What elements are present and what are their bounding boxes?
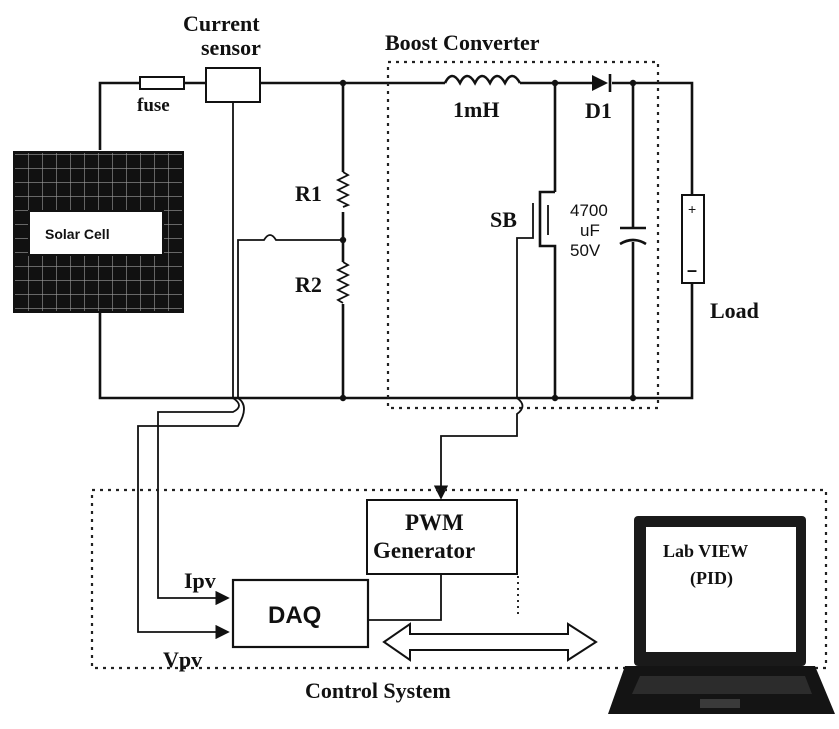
ipv-label: Ipv	[184, 568, 216, 593]
fuse: fuse	[137, 76, 185, 116]
control-system-label: Control System	[305, 678, 451, 703]
r1-label: R1	[295, 181, 322, 206]
load: + – Load	[681, 194, 759, 323]
solar-cell-label: Solar Cell	[45, 226, 110, 242]
current-sensor: Current sensor	[183, 11, 261, 103]
mosfet-switch: SB	[490, 190, 557, 398]
diode-d1: D1	[585, 74, 612, 123]
pwm-label-line2: Generator	[373, 538, 475, 563]
resistor-r1: R1	[295, 171, 351, 208]
current-sensor-label-line2: sensor	[201, 35, 261, 60]
signal-wiring	[137, 102, 524, 640]
load-label: Load	[710, 298, 759, 323]
cap-label-line2: uF	[580, 221, 600, 240]
inductor-label: 1mH	[453, 97, 499, 122]
cap-label-line1: 4700	[570, 201, 608, 220]
vpv-label: Vpv	[163, 647, 202, 672]
diode-label: D1	[585, 98, 612, 123]
load-plus: +	[688, 201, 696, 217]
labview-label-line2: (PID)	[690, 568, 733, 589]
pwm-generator: PWM Generator	[366, 499, 518, 575]
laptop-icon: Lab VIEW (PID)	[608, 516, 835, 714]
capacitor: 4700 uF 50V	[570, 201, 647, 260]
inductor: 1mH	[443, 74, 522, 122]
current-sensor-label-line1: Current	[183, 11, 260, 36]
solar-panel-icon: Solar Cell	[13, 151, 184, 313]
boost-converter-label: Boost Converter	[385, 30, 540, 55]
power-wiring	[98, 81, 694, 400]
switch-label: SB	[490, 207, 517, 232]
cap-label-line3: 50V	[570, 241, 601, 260]
daq-label: DAQ	[268, 602, 321, 629]
fuse-label: fuse	[137, 95, 170, 116]
daq-box: DAQ Ipv Vpv	[163, 568, 370, 672]
r2-label: R2	[295, 272, 322, 297]
boost-converter-boundary: Boost Converter	[385, 30, 660, 410]
bidirectional-arrow-icon	[382, 622, 598, 662]
load-minus: –	[687, 260, 697, 280]
resistor-r2: R2	[295, 261, 351, 304]
control-system-boundary: Control System	[90, 488, 828, 703]
pwm-label-line1: PWM	[405, 510, 464, 535]
labview-label-line1: Lab VIEW	[663, 541, 748, 561]
